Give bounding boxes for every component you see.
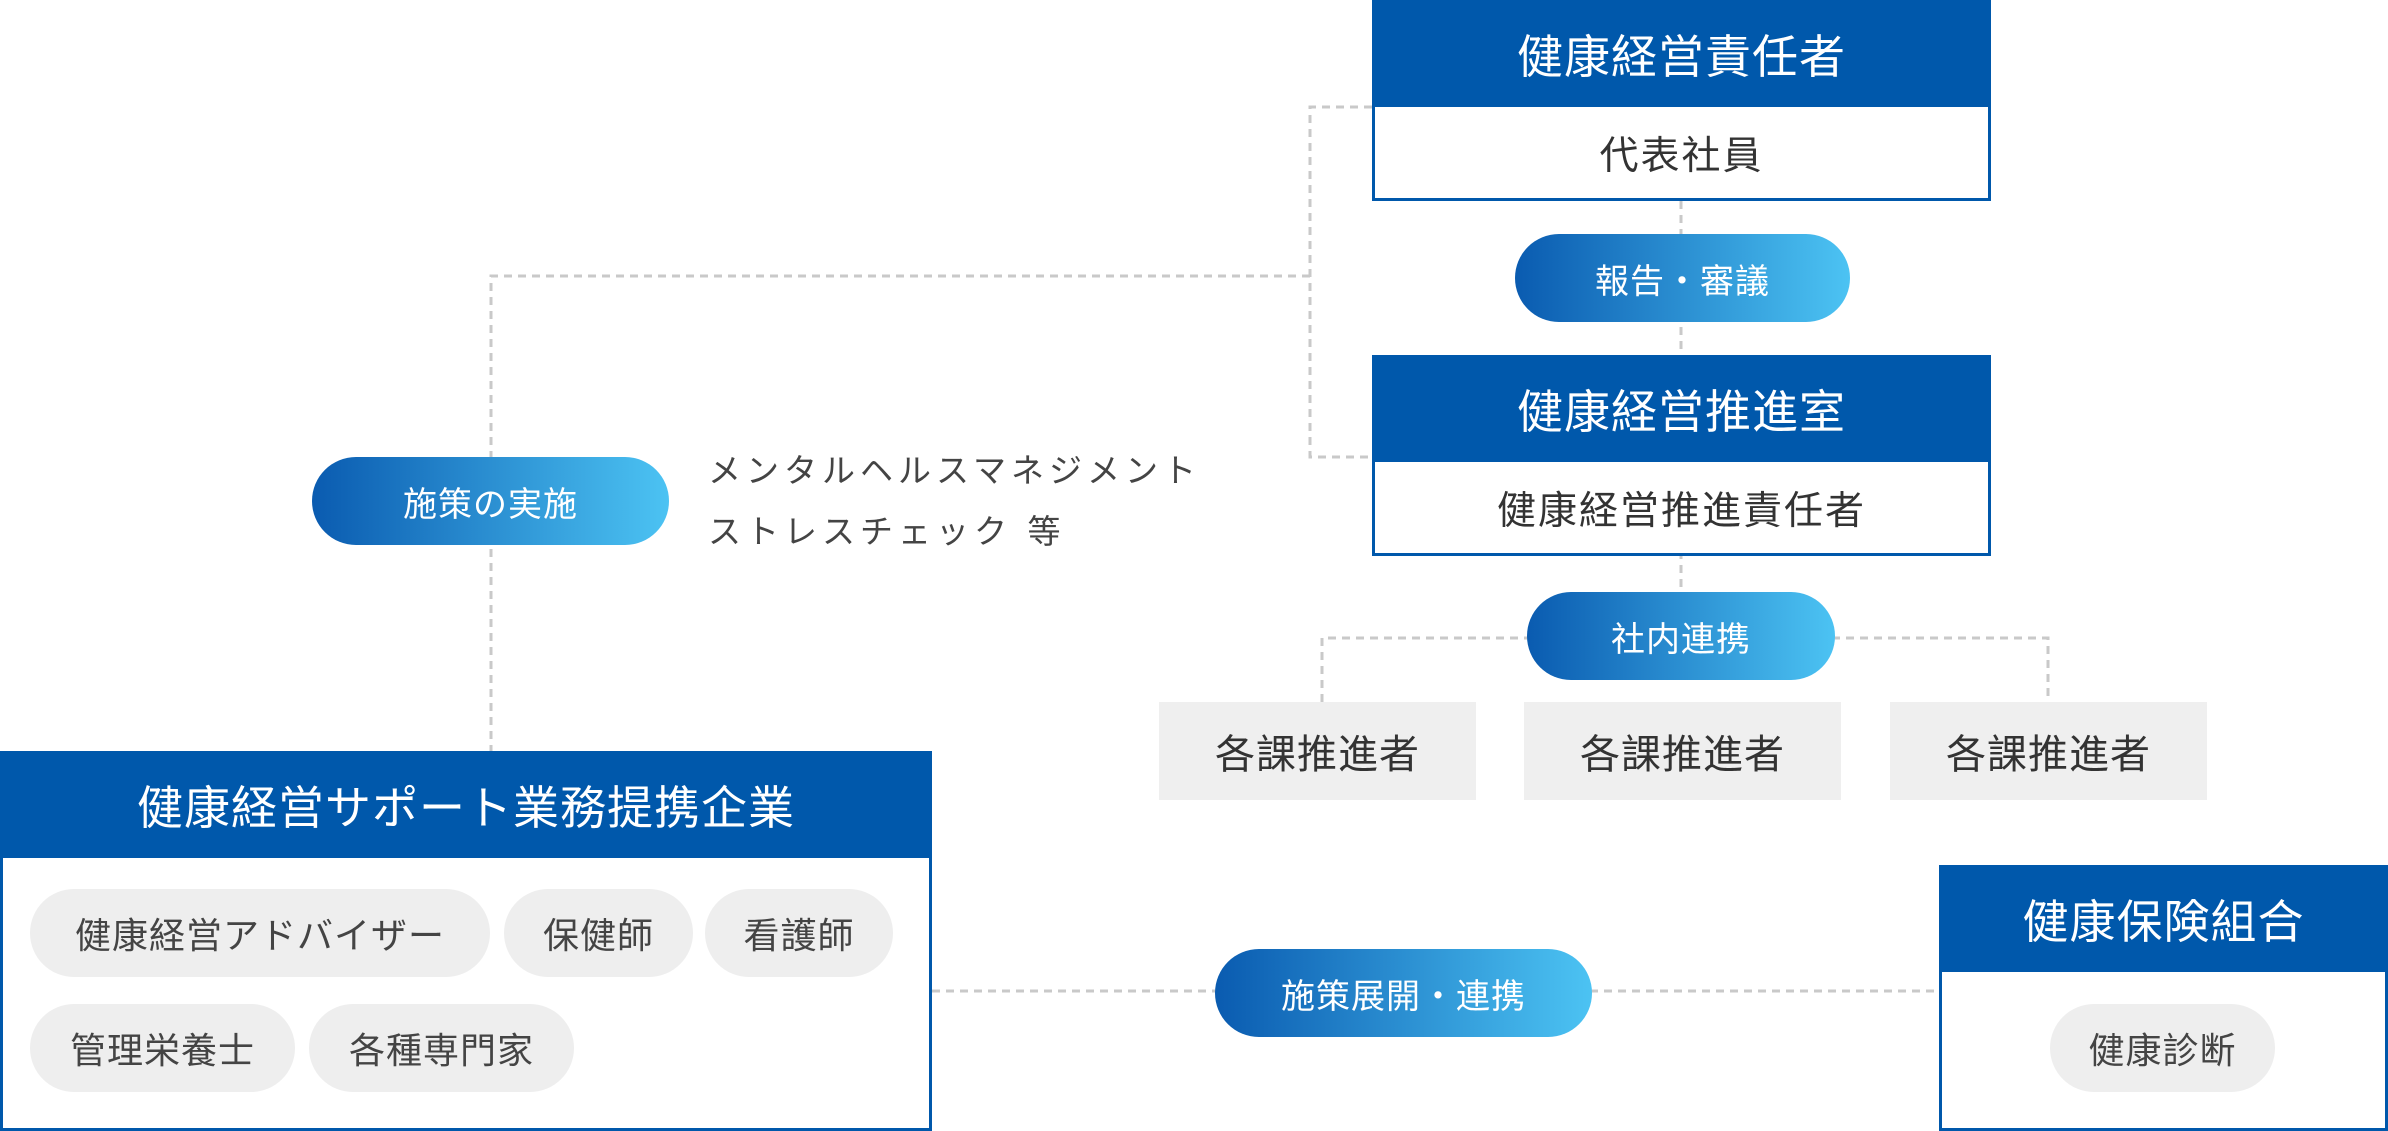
- promotion-office-body: 健康経営推進責任者: [1372, 462, 1991, 556]
- health-management-officer-box: 健康経営責任者 代表社員: [1372, 0, 1991, 201]
- partner-chip: 健康経営アドバイザー: [30, 889, 490, 977]
- officer-box-body: 代表社員: [1372, 107, 1991, 201]
- promotion-office-title: 健康経営推進室: [1372, 355, 1991, 462]
- department-promoter-box: 各課推進者: [1524, 702, 1841, 800]
- partner-chip: 管理栄養士: [30, 1004, 295, 1092]
- insurance-box-title: 健康保険組合: [1939, 865, 2388, 972]
- partner-box-body: 健康経営アドバイザー 保健師 看護師 管理栄養士 各種専門家: [0, 858, 932, 1131]
- insurance-chip: 健康診断: [2050, 1004, 2275, 1092]
- deployment-collaboration-pill: 施策展開・連携: [1215, 949, 1592, 1037]
- partner-chip: 各種専門家: [309, 1004, 574, 1092]
- partner-chip: 保健師: [504, 889, 693, 977]
- department-promoter-box: 各課推進者: [1159, 702, 1476, 800]
- promotion-office-box: 健康経営推進室 健康経営推進責任者: [1372, 355, 1991, 556]
- partner-companies-box: 健康経営サポート業務提携企業 健康経営アドバイザー 保健師 看護師 管理栄養士 …: [0, 751, 932, 1131]
- connector-officer-to-office: [1308, 105, 1372, 459]
- department-promoter-box: 各課推進者: [1890, 702, 2207, 800]
- health-insurance-union-box: 健康保険組合 健康診断: [1939, 865, 2388, 1131]
- implementation-note-line: メンタルヘルスマネジメント: [708, 451, 1202, 490]
- implementation-pill: 施策の実施: [312, 457, 669, 545]
- partner-box-title: 健康経営サポート業務提携企業: [0, 751, 932, 858]
- connector-to-implementation: [489, 274, 1310, 751]
- officer-box-body-text: 代表社員: [1599, 133, 1764, 179]
- implementation-notes: メンタルヘルスマネジメント ストレスチェック 等: [708, 440, 1201, 562]
- partner-chip: 看護師: [705, 889, 893, 977]
- implementation-note-line: ストレスチェック 等: [708, 512, 1066, 551]
- officer-box-title: 健康経営責任者: [1372, 0, 1991, 107]
- promotion-office-body-text: 健康経営推進責任者: [1496, 488, 1866, 534]
- internal-collaboration-pill: 社内連携: [1527, 592, 1835, 680]
- insurance-box-body: 健康診断: [1939, 972, 2388, 1131]
- report-review-pill: 報告・審議: [1515, 234, 1850, 322]
